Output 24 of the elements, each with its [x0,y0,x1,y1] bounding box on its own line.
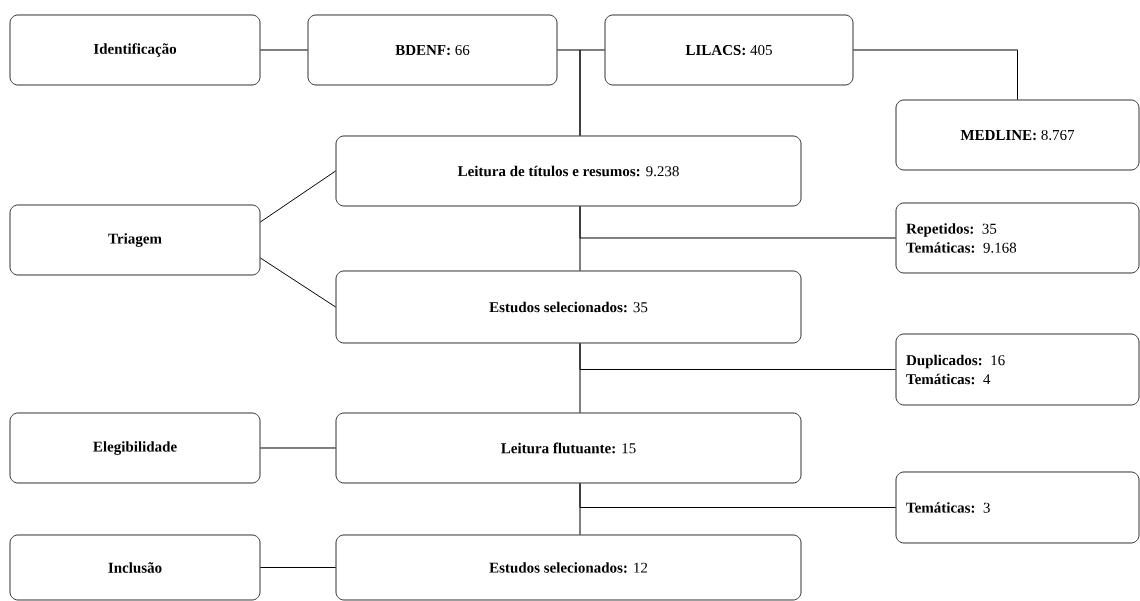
connector-line [259,447,337,449]
stage-box: Elegibilidade [9,412,261,484]
connector-line [259,567,337,568]
process-box: Estudos selecionados: 12 [335,534,802,601]
process-box: Leitura de títulos e resumos: 9.238 [335,135,802,207]
connector-line [259,170,337,223]
exclusion-box: Repetidos: 35 Temáticas: 9.168 [895,202,1140,274]
connector-line [579,342,897,370]
connector-line [259,49,309,51]
stage-box: Identificação [9,14,261,86]
process-box: Leitura flutuante: 15 [335,412,802,484]
connector-line [579,482,897,508]
connector-line [259,257,337,308]
stage-box: Inclusão [9,534,261,601]
stage-box: Triagem [9,204,261,276]
process-box: MEDLINE: 8.767 [895,99,1140,171]
exclusion-box: Temáticas: 3 [895,471,1140,544]
process-box: LILACS: 405 [604,14,854,86]
process-box: BDENF: 66 [307,14,558,86]
connector-line [579,205,897,239]
exclusion-box: Duplicados: 16 Temáticas: 4 [895,333,1140,406]
connector-line [852,49,1018,101]
process-box: Estudos selecionados: 35 [335,270,802,344]
connector-line [579,49,606,137]
